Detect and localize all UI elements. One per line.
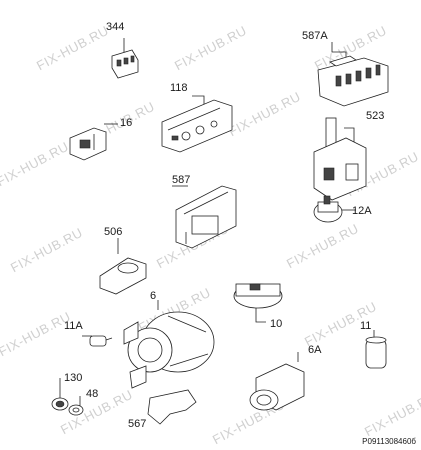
part-label-48: 48 xyxy=(86,388,99,400)
sensor-icon[interactable] xyxy=(51,378,69,411)
dispenser-icon[interactable] xyxy=(313,117,367,201)
part-label-587: 587 xyxy=(172,174,191,186)
part-label-506: 506 xyxy=(104,226,123,238)
module-board-icon[interactable] xyxy=(317,42,389,107)
part-label-11: 11 xyxy=(360,320,372,332)
part-label-344: 344 xyxy=(106,21,125,33)
drain-motor-icon[interactable] xyxy=(233,283,283,323)
circulation-pump-icon[interactable] xyxy=(123,300,215,389)
flow-meter-icon[interactable] xyxy=(99,238,147,295)
part-label-12A: 12A xyxy=(352,205,372,217)
part-label-567: 567 xyxy=(128,418,147,430)
part-label-10: 10 xyxy=(270,318,283,330)
reference-code: P0911308460б xyxy=(362,437,416,446)
gasket-icon[interactable] xyxy=(68,396,84,416)
drain-pump-icon[interactable] xyxy=(249,352,305,411)
part-label-130: 130 xyxy=(64,372,83,384)
part-label-11A: 11A xyxy=(64,320,83,332)
capacitor-icon[interactable] xyxy=(365,330,387,369)
part-label-6A: 6A xyxy=(308,344,322,356)
part-label-523: 523 xyxy=(366,110,385,122)
pressure-switch-icon[interactable] xyxy=(313,195,356,223)
part-label-6: 6 xyxy=(150,290,157,302)
clip-bracket-icon[interactable] xyxy=(147,389,197,425)
switch-icon[interactable] xyxy=(111,38,139,79)
board-bracket-icon[interactable] xyxy=(172,185,237,249)
part-label-587A: 587A xyxy=(302,30,328,42)
part-label-16: 16 xyxy=(120,117,133,129)
part-label-118: 118 xyxy=(170,82,188,94)
capacitor-small-icon[interactable] xyxy=(82,335,113,347)
door-lock-icon[interactable] xyxy=(69,123,118,161)
control-board-icon[interactable] xyxy=(161,95,233,153)
